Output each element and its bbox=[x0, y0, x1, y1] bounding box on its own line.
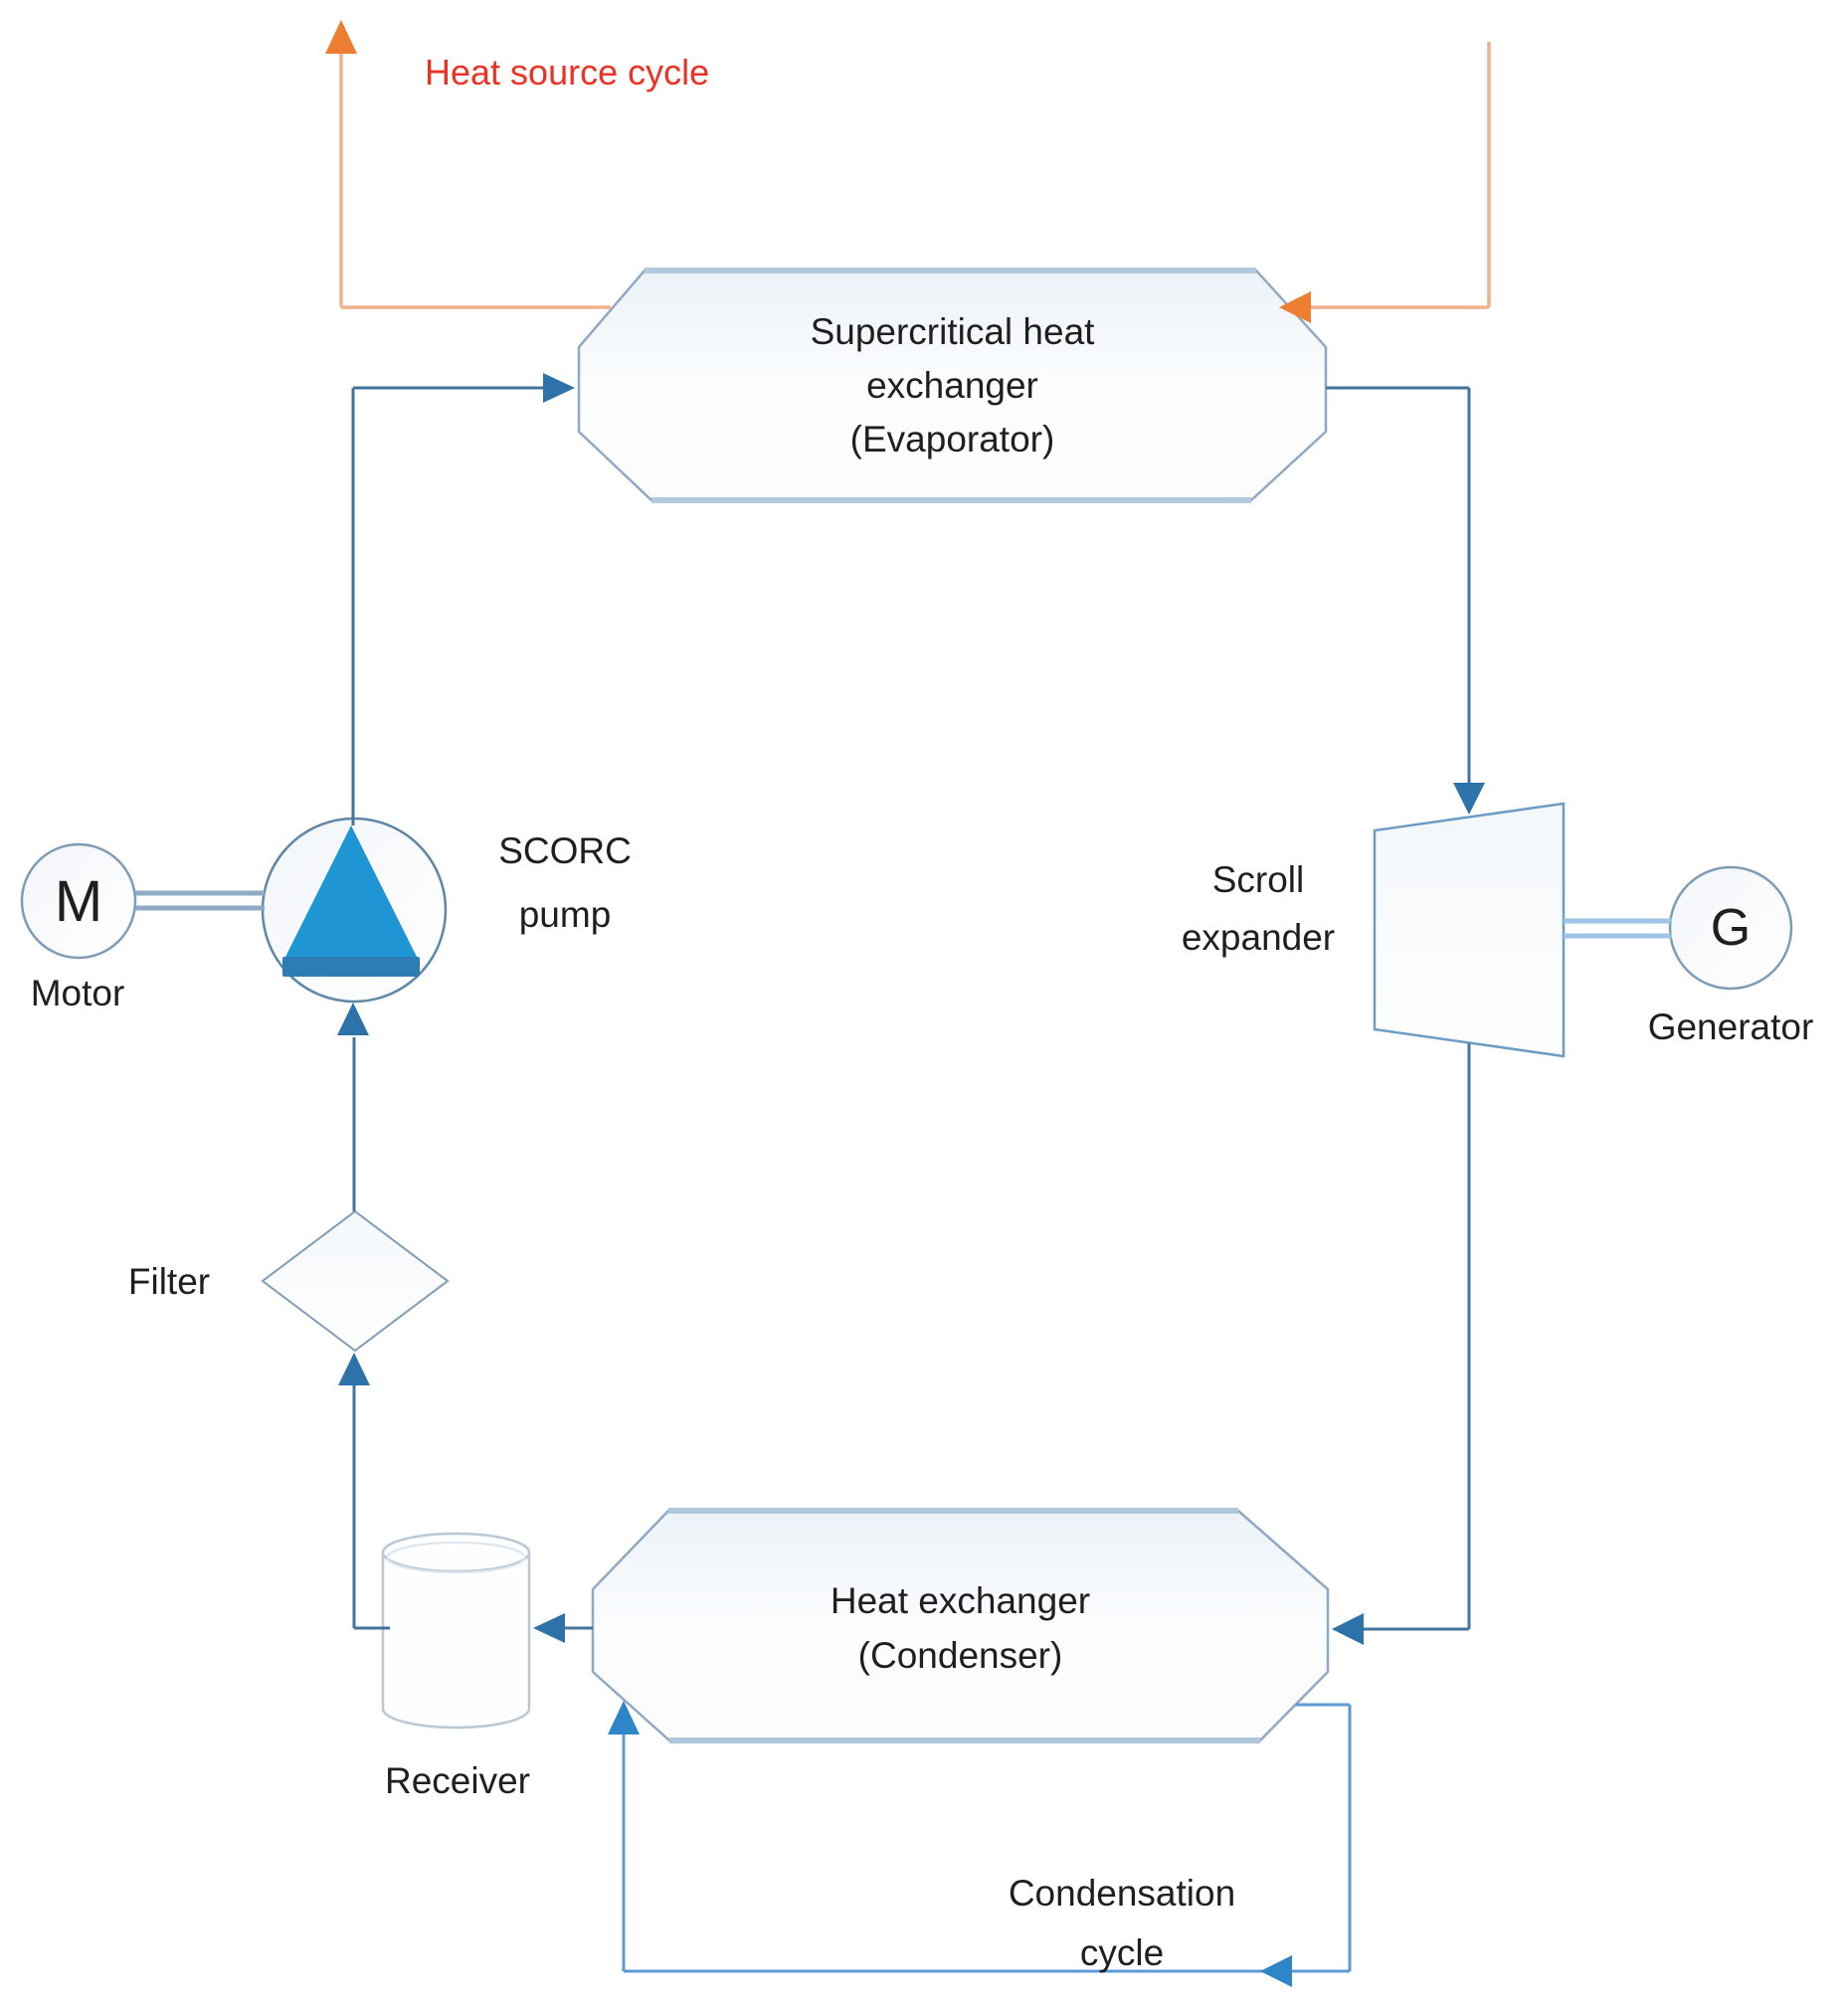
scroll-expander-shape bbox=[1373, 802, 1566, 1058]
generator-shape bbox=[1668, 865, 1793, 991]
pump-inlet-arrow-icon bbox=[337, 1003, 369, 1035]
condensation-flow-arrow-icon bbox=[1260, 1955, 1292, 1987]
condensation-cycle-label: Condensation cycle bbox=[981, 1864, 1263, 1983]
scroll-expander-label-line1: Scroll bbox=[1211, 859, 1305, 900]
motor-label: Motor bbox=[30, 973, 125, 1013]
pump-triangle-base bbox=[282, 957, 420, 977]
heat-source-outlet-arrow-icon bbox=[325, 20, 357, 54]
heat-source-cycle-label: Heat source cycle bbox=[425, 52, 710, 92]
evaporator-label: Supercritical heat exchanger (Evaporator… bbox=[579, 271, 1326, 500]
evaporator-inlet-arrow-icon bbox=[543, 373, 575, 403]
condenser-label-line2: (Condenser) bbox=[857, 1635, 1063, 1676]
scroll-expander-label: Scroll expander bbox=[1134, 851, 1383, 967]
receiver-inlet-arrow-icon bbox=[533, 1613, 565, 1643]
receiver-label: Receiver bbox=[385, 1760, 530, 1801]
condensation-cycle-label-line2: cycle bbox=[1079, 1932, 1165, 1973]
evaporator-label-line2: exchanger bbox=[866, 364, 1038, 406]
motor-shape bbox=[20, 842, 137, 960]
evaporator-label-line1: Supercritical heat bbox=[810, 310, 1095, 352]
scorc-pump-label-line1: SCORC bbox=[498, 830, 632, 871]
condenser-label: Heat exchanger (Condenser) bbox=[593, 1516, 1328, 1740]
filter-inlet-arrow-icon bbox=[338, 1353, 370, 1385]
motor-symbol: M bbox=[54, 868, 103, 934]
scorc-pump-label: SCORC pump bbox=[456, 820, 674, 947]
receiver-top-rim bbox=[381, 1532, 531, 1573]
receiver-inner-rim bbox=[386, 1542, 526, 1573]
filter-shape bbox=[261, 1209, 450, 1353]
scroll-expander-label-line2: expander bbox=[1181, 917, 1336, 958]
pump-triangle-icon bbox=[285, 825, 417, 957]
filter-label: Filter bbox=[127, 1261, 211, 1302]
condenser-inlet-arrow-icon bbox=[1332, 1613, 1364, 1645]
condensation-cycle-label-line1: Condensation bbox=[1008, 1873, 1236, 1914]
condensation-inlet-arrow-icon bbox=[608, 1701, 640, 1735]
expander-inlet-arrow-icon bbox=[1453, 783, 1485, 815]
evaporator-label-line3: (Evaporator) bbox=[849, 418, 1055, 459]
receiver-body bbox=[381, 1552, 531, 1730]
generator-label: Generator bbox=[1647, 1006, 1814, 1047]
heat-source-inlet-arrow-icon bbox=[1279, 291, 1311, 323]
scorc-pump-label-line2: pump bbox=[518, 894, 612, 935]
generator-symbol: G bbox=[1710, 899, 1752, 957]
condenser-label-line1: Heat exchanger bbox=[830, 1580, 1091, 1621]
